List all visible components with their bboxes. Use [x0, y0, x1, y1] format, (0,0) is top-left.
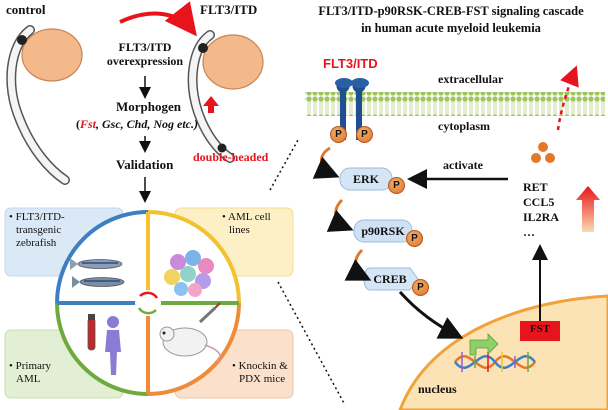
- receptor-label: FLT3/ITD: [323, 56, 378, 71]
- patient-sample-icon: [87, 314, 121, 375]
- cytoplasm-label: cytoplasm: [438, 119, 490, 133]
- cytokine-list: RET CCL5 IL2RA …: [523, 180, 559, 240]
- cell-membrane: [305, 92, 605, 116]
- morphogen-genes: (Fst, Gsc, Chd, Nog etc.): [76, 117, 198, 132]
- bullet: •: [9, 211, 13, 223]
- quad-aml-line1: AML cell: [228, 211, 271, 223]
- phospho-receptor-left: P: [330, 126, 347, 143]
- zebrafish-icon: [70, 258, 125, 288]
- quad-zebrafish-label: • FLT3/ITD- transgenic zebrafish: [9, 211, 65, 250]
- double-headed-embryo-icon: [187, 30, 264, 163]
- creb-label: CREB: [373, 272, 407, 286]
- bullet: •: [9, 360, 13, 372]
- mouse-icon: [159, 302, 221, 363]
- cytokine-ret: RET: [523, 180, 548, 194]
- genes-open: (: [76, 117, 80, 131]
- overexpression-line1: FLT3/ITD: [118, 40, 172, 54]
- phospho-receptor-right: P: [356, 126, 373, 143]
- control-label: control: [6, 2, 46, 17]
- increase-arrow-icon: [576, 186, 600, 232]
- gene-fst: Fst: [80, 117, 97, 131]
- double-headed-label: double-headed: [193, 150, 269, 164]
- connector-bottom: [277, 281, 346, 406]
- quad-aml-line2: lines: [229, 224, 250, 236]
- pathway-title: FLT3/ITD-p90RSK-CREB-FST signaling casca…: [296, 3, 606, 37]
- erk-label: ERK: [352, 172, 379, 186]
- cascade-arrow-3: [344, 248, 372, 281]
- bullet: •: [232, 360, 236, 372]
- control-embryo-icon: [6, 25, 83, 185]
- quad-mice-line1: Knockin &: [238, 360, 288, 372]
- cytokine-il2ra: IL2RA: [523, 210, 560, 224]
- fst-label: FST: [529, 323, 551, 335]
- quad-aml-lines-label: • AML cell lines: [222, 211, 271, 237]
- quad-primary-line2: AML: [16, 373, 41, 385]
- cascade-arrow-2: [326, 198, 354, 232]
- genes-rest: , Gsc, Chd, Nog etc.): [96, 117, 199, 131]
- transcription-arrow-icon: [469, 333, 499, 356]
- validation-wheel: [55, 210, 241, 396]
- cytokine-ccl5: CCL5: [523, 195, 555, 209]
- quad-zebrafish-line2: transgenic: [16, 224, 62, 236]
- quad-mice-label: • Knockin & PDX mice: [232, 360, 288, 386]
- quad-mice-line2: PDX mice: [239, 373, 286, 385]
- overexpression-line2: overexpression: [106, 54, 184, 68]
- fst-gene-box: [520, 321, 560, 341]
- phospho-erk: P: [388, 177, 405, 194]
- quad-zebrafish-line3: zebrafish: [16, 237, 57, 249]
- quad-primary-aml-label: • Primary AML: [9, 360, 51, 386]
- validation-label: Validation: [116, 157, 174, 172]
- morphogen-label: Morphogen: [116, 99, 181, 114]
- quad-zebrafish-line1: FLT3/ITD-: [15, 211, 65, 223]
- cytokine-more: …: [523, 225, 535, 239]
- upregulation-arrow-icon: [203, 96, 219, 113]
- phospho-p90rsk: P: [406, 230, 423, 247]
- secreted-factors-icon: [531, 142, 555, 163]
- flt3-receptor-icon: [335, 78, 369, 140]
- p90rsk-label: p90RSK: [361, 224, 405, 238]
- phospho-creb: P: [412, 279, 429, 296]
- dna-icon: [454, 352, 536, 372]
- transition-arrow: [119, 1, 197, 37]
- pathway-title-line2: in human acute myeloid leukemia: [361, 21, 541, 35]
- nucleus-label: nucleus: [418, 382, 457, 396]
- connector-top: [269, 139, 299, 191]
- creb-to-dna-arrow: [398, 290, 464, 339]
- aml-cells-icon: [164, 250, 214, 297]
- bullet: •: [222, 211, 226, 223]
- cascade-arrow-1: [312, 146, 340, 179]
- flt3-itd-label: FLT3/ITD: [200, 2, 258, 17]
- activate-label: activate: [443, 158, 483, 172]
- extracellular-label: extracellular: [438, 72, 504, 86]
- pathway-title-line1: FLT3/ITD-p90RSK-CREB-FST signaling casca…: [318, 4, 584, 18]
- quad-primary-line1: Primary: [15, 360, 52, 372]
- overexpression-label: FLT3/ITD overexpression: [100, 40, 190, 68]
- secretion-arrow: [556, 65, 579, 131]
